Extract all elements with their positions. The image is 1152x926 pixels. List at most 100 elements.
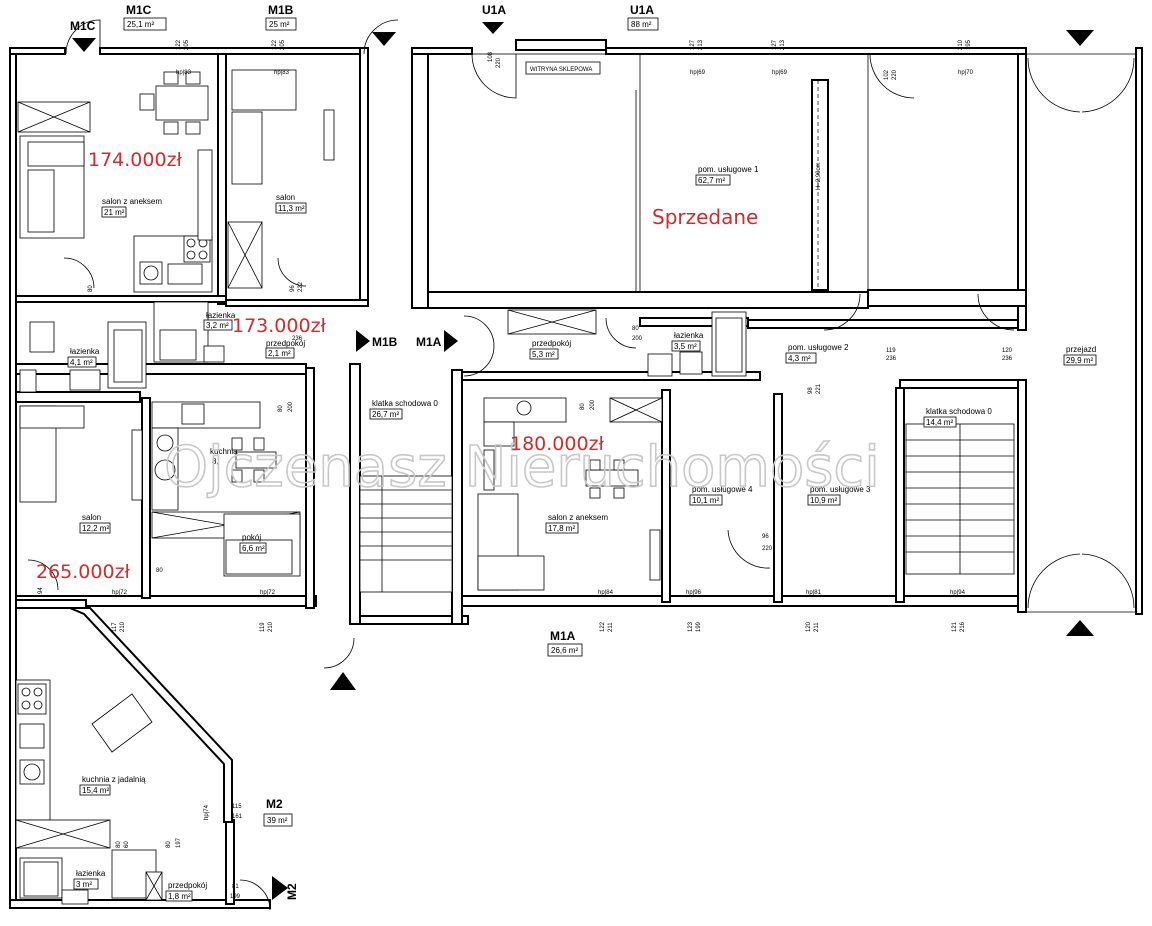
room-m1b-przedpokoj-area: 2,1 m²: [268, 349, 291, 358]
hp: hp|70: [958, 70, 974, 76]
unit-labels: M1C M1C 25,1 m² M1B 25 m² U1A U1A 88 m² …: [70, 3, 659, 900]
dim: 123: [688, 621, 694, 632]
room-m2-lazienka: łazienka: [76, 869, 106, 878]
dim: 200: [590, 399, 596, 410]
arrow-m1a-side: [444, 330, 458, 352]
room-m1b-lazienka-area: 3,2 m²: [206, 321, 229, 330]
doors: [27, 19, 1135, 911]
unit-m1a-name: M1A: [550, 629, 576, 643]
unit-m1c-area: 25,1 m²: [127, 20, 154, 29]
room-lazienka-mid-area: 3,5 m²: [674, 342, 697, 351]
hp: hp|69: [690, 70, 706, 76]
dim: 221: [816, 383, 822, 394]
room-m2-lazienka-area: 3 m²: [76, 880, 92, 889]
room-pom2-area: 4,3 m²: [788, 354, 811, 363]
sill-heights: hp|83 hp|83 hp|69 hp|69 hp|70 hp|72 hp|7…: [112, 70, 974, 820]
hp: hp|84: [598, 590, 614, 596]
dim: 102: [884, 69, 890, 80]
dim: 200: [288, 401, 294, 412]
room-klatka-right: klatka schodowa 0: [926, 407, 992, 416]
dim: 220: [762, 546, 773, 552]
dim: 119: [886, 348, 896, 354]
dim: 121: [952, 621, 958, 632]
arrow-right-top: [1066, 30, 1094, 46]
dim: 94: [38, 587, 44, 594]
unit-u1a-name: U1A: [630, 3, 654, 17]
dim: 195: [966, 39, 972, 50]
dim: 108: [488, 51, 494, 62]
dim: 80: [632, 326, 639, 332]
dim: 120: [806, 621, 812, 632]
dim: 205: [280, 39, 286, 50]
room-przejazd-area: 29,9 m²: [1066, 356, 1093, 365]
dim: 216: [960, 621, 966, 632]
room-przedpokoj-mid: przedpokój: [532, 339, 571, 348]
hp: hp|72: [260, 590, 276, 596]
price-m1a: 180.000zł: [510, 433, 605, 455]
price-m1b: 173.000zł: [232, 315, 327, 337]
arrow-m1c: [72, 38, 96, 52]
room-pom3: pom. usługowe 3: [810, 485, 871, 494]
dim: 80: [88, 285, 94, 292]
dim: 220: [892, 69, 898, 80]
room-m1b-salon-area: 11,3 m²: [278, 204, 305, 213]
room-m2-przedpokoj: przedpokój: [168, 881, 207, 890]
room-m2a-salon-area: 12,2 m²: [82, 524, 109, 533]
unit-m1b-name: M1B: [268, 3, 294, 17]
price-m2: 265.000zł: [36, 561, 131, 583]
hp: hp|81: [806, 590, 822, 596]
hp: hp|94: [950, 590, 966, 596]
dim: 60: [124, 841, 130, 848]
room-m1b-przedpokoj: przedpokój: [266, 339, 305, 348]
dim: 122: [600, 621, 606, 632]
sold-label: Sprzedane: [652, 205, 758, 229]
hp: hp|72: [112, 590, 128, 596]
dim: 236: [292, 336, 303, 342]
room-pom1-area: 62,7 m²: [698, 176, 725, 185]
room-m2a-salon: salon: [82, 513, 101, 522]
room-m2a-kuchnia-area: 8,: [212, 457, 219, 466]
dim: 210: [268, 621, 274, 632]
price-m1c: 174.000zł: [88, 149, 183, 171]
unit-m2-name: M2: [266, 797, 283, 811]
dim: 127: [690, 39, 696, 50]
room-m2a-pokoj-area: 6,6 m²: [242, 544, 265, 553]
room-klatka-left-area: 26,7 m²: [372, 410, 399, 419]
dim: 222: [298, 281, 304, 292]
dim: 211: [608, 622, 614, 632]
watermark: Ojczenasz Nieruchomości: [164, 435, 880, 500]
dim: 96: [762, 534, 769, 540]
room-lazienka-mid: łazienka: [674, 331, 704, 340]
unit-m2-door: M2: [285, 883, 299, 900]
room-m1a-salon: salon z aneksem: [548, 513, 608, 522]
unit-u1a-area: 88 m²: [631, 20, 652, 29]
dim: 197: [176, 837, 182, 848]
room-przedpokoj-mid-area: 5,3 m²: [532, 350, 555, 359]
hp: hp|74: [204, 804, 210, 820]
dim: 199: [230, 894, 241, 900]
room-m2-kuchnia: kuchnia z jadalnią: [82, 775, 146, 784]
unit-u1a-door: U1A: [482, 3, 506, 17]
dim: 96: [290, 285, 296, 292]
hp: hp|83: [274, 70, 290, 76]
room-m1b-salon: salon: [276, 193, 295, 202]
unit-m1c-name: M1C: [126, 3, 152, 17]
room-pom3-area: 10,9 m²: [810, 496, 837, 505]
arrow-bottom: [330, 672, 356, 690]
dim: 236: [886, 356, 897, 362]
dim: 220: [496, 57, 502, 68]
arrow-u1a: [482, 22, 504, 34]
dim: 236: [1002, 356, 1013, 362]
hp: hp|83: [176, 70, 192, 76]
room-klatka-left: klatka schodowa 0: [372, 399, 438, 408]
walls: [9, 39, 1143, 909]
interior-lines: [15, 53, 1136, 905]
arrow-right-bottom: [1066, 620, 1094, 636]
room-m2-przedpokoj-area: 1,8 m²: [168, 892, 191, 901]
dim: 122: [176, 39, 182, 50]
dim: 210: [958, 39, 964, 50]
room-m1b-lazienka: łazienka: [206, 311, 236, 320]
dim: 80: [580, 403, 586, 410]
dim: 127: [772, 39, 778, 50]
dim: 199: [696, 621, 702, 632]
